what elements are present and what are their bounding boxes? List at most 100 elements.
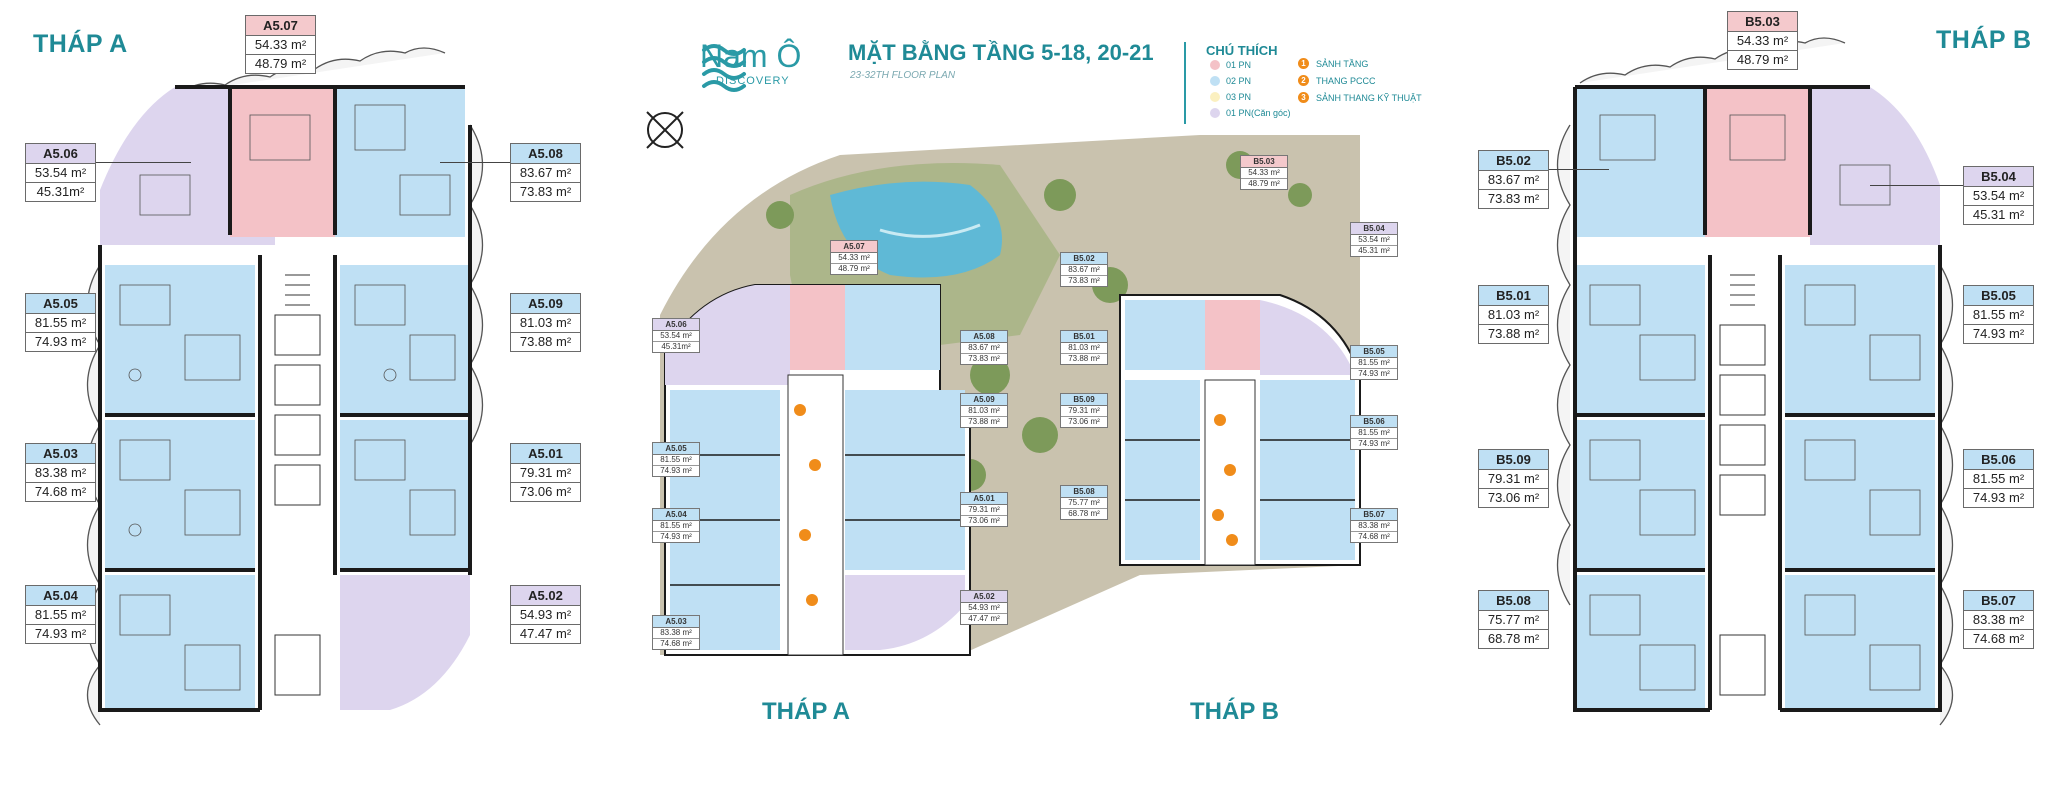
unit-area-net: 74.93 m²	[1358, 369, 1390, 378]
unit-area-gross: 83.67 m²	[511, 164, 580, 183]
unit-area-net: 45.31m²	[36, 184, 85, 199]
unit-code: A5.02	[511, 586, 580, 606]
unit-label-b506: B5.06 81.55 m² 74.93 m²	[1963, 449, 2034, 508]
unit-label-a508: A5.08 83.67 m² 73.83 m²	[510, 143, 581, 202]
unit-code: A5.01	[961, 493, 1007, 505]
unit-code: A5.09	[961, 394, 1007, 406]
unit-area-net: 68.78 m²	[1487, 631, 1540, 646]
unit-code: A5.07	[831, 241, 877, 253]
unit-area-net: 73.88 m²	[519, 334, 572, 349]
leader-line	[96, 162, 191, 163]
unit-area-net: 73.88 m²	[1487, 326, 1540, 341]
legend-item: SẢNH TẦNG	[1316, 59, 1369, 69]
unit-code: B5.06	[1964, 450, 2033, 470]
leader-line	[1870, 185, 1963, 186]
unit-area-gross: 79.31 m²	[511, 464, 580, 483]
unit-code: A5.04	[653, 509, 699, 521]
unit-code: B5.08	[1479, 591, 1548, 611]
unit-label-a509: A5.09 81.03 m² 73.88 m²	[510, 293, 581, 352]
unit-code: B5.01	[1479, 286, 1548, 306]
unit-area-gross: 54.33 m²	[831, 253, 877, 264]
unit-code: B5.03	[1241, 156, 1287, 168]
tower-a-floor-plan	[86, 47, 484, 726]
unit-area-net: 74.68 m²	[660, 639, 692, 648]
leader-line	[440, 162, 510, 163]
unit-area-gross: 54.33 m²	[1728, 32, 1797, 51]
site-label-a506: A5.06 53.54 m² 45.31m²	[652, 318, 700, 353]
unit-code: B5.02	[1479, 151, 1548, 171]
unit-label-a505: A5.05 81.55 m² 74.93 m²	[25, 293, 96, 352]
unit-code: A5.03	[26, 444, 95, 464]
unit-code: B5.01	[1061, 331, 1107, 343]
unit-area-gross: 54.93 m²	[511, 606, 580, 625]
unit-area-net: 74.93 m²	[1972, 490, 2025, 505]
unit-code: B5.07	[1964, 591, 2033, 611]
site-label-a509: A5.09 81.03 m² 73.88 m²	[960, 393, 1008, 428]
legend-item: 03 PN	[1226, 92, 1252, 102]
unit-area-net: 48.79 m²	[838, 264, 870, 273]
unit-area-gross: 75.77 m²	[1061, 498, 1107, 509]
unit-area-net: 74.68 m²	[1358, 532, 1390, 541]
site-tower-b-title: THÁP B	[1190, 698, 1279, 725]
unit-code: B5.04	[1351, 223, 1397, 235]
unit-area-gross: 81.03 m²	[961, 406, 1007, 417]
tower-a-title: THÁP A	[33, 30, 128, 58]
unit-area-gross: 54.93 m²	[961, 603, 1007, 614]
unit-code: A5.08	[961, 331, 1007, 343]
site-label-b508: B5.08 75.77 m² 68.78 m²	[1060, 485, 1108, 520]
site-label-b509: B5.09 79.31 m² 73.06 m²	[1060, 393, 1108, 428]
unit-code: B5.07	[1351, 509, 1397, 521]
site-label-b505: B5.05 81.55 m² 74.93 m²	[1350, 345, 1398, 380]
unit-area-gross: 54.33 m²	[246, 36, 315, 55]
unit-area-net: 73.06 m²	[968, 516, 1000, 525]
unit-area-gross: 81.03 m²	[511, 314, 580, 333]
unit-area-gross: 79.31 m²	[961, 505, 1007, 516]
site-label-b504: B5.04 53.54 m² 45.31 m²	[1350, 222, 1398, 257]
legend-item: 01 PN	[1226, 60, 1252, 70]
legend-swatch-corner	[1210, 108, 1220, 118]
unit-area-gross: 83.38 m²	[26, 464, 95, 483]
unit-area-gross: 81.55 m²	[653, 521, 699, 532]
unit-area-net: 74.93 m²	[1358, 439, 1390, 448]
unit-area-gross: 53.54 m²	[1351, 235, 1397, 246]
legend-item: THANG PCCC	[1316, 76, 1376, 86]
unit-area-net: 73.06 m²	[519, 484, 572, 499]
legend-title: CHÚ THÍCH	[1206, 43, 1278, 58]
unit-label-a506: A5.06 53.54 m² 45.31m²	[25, 143, 96, 202]
unit-area-net: 74.68 m²	[1972, 631, 2025, 646]
legend-swatch-2pn	[1210, 76, 1220, 86]
unit-area-gross: 81.55 m²	[1351, 428, 1397, 439]
unit-label-a507: A5.07 54.33 m² 48.79 m²	[245, 15, 316, 74]
unit-label-b502: B5.02 83.67 m² 73.83 m²	[1478, 150, 1549, 209]
legend-item: 01 PN(Căn góc)	[1226, 108, 1291, 118]
unit-area-gross: 83.38 m²	[1964, 611, 2033, 630]
unit-area-net: 73.83 m²	[1487, 191, 1540, 206]
unit-area-net: 73.88 m²	[1068, 354, 1100, 363]
unit-label-b509: B5.09 79.31 m² 73.06 m²	[1478, 449, 1549, 508]
unit-area-gross: 79.31 m²	[1479, 470, 1548, 489]
unit-area-gross: 81.55 m²	[26, 314, 95, 333]
unit-area-gross: 83.67 m²	[1479, 171, 1548, 190]
unit-code: B5.05	[1964, 286, 2033, 306]
unit-area-gross: 83.38 m²	[653, 628, 699, 639]
unit-area-gross: 83.38 m²	[1351, 521, 1397, 532]
unit-area-gross: 81.03 m²	[1479, 306, 1548, 325]
unit-area-net: 73.83 m²	[1068, 276, 1100, 285]
tower-b-floor-plan	[1556, 37, 1954, 726]
marker-2-icon: 2	[1298, 75, 1309, 86]
unit-area-gross: 83.67 m²	[961, 343, 1007, 354]
site-plan	[660, 135, 1361, 656]
unit-area-gross: 53.54 m²	[653, 331, 699, 342]
site-label-b502: B5.02 83.67 m² 73.83 m²	[1060, 252, 1108, 287]
unit-area-gross: 75.77 m²	[1479, 611, 1548, 630]
legend-item: SẢNH THANG KỸ THUẬT	[1316, 93, 1422, 103]
legend-divider	[1184, 42, 1186, 124]
unit-code: B5.08	[1061, 486, 1107, 498]
unit-code: B5.04	[1964, 167, 2033, 187]
unit-area-net: 74.93 m²	[1972, 326, 2025, 341]
unit-code: B5.09	[1061, 394, 1107, 406]
unit-label-a504: A5.04 81.55 m² 74.93 m²	[25, 585, 96, 644]
unit-area-gross: 81.55 m²	[1964, 306, 2033, 325]
site-label-a501: A5.01 79.31 m² 73.06 m²	[960, 492, 1008, 527]
unit-label-b501: B5.01 81.03 m² 73.88 m²	[1478, 285, 1549, 344]
